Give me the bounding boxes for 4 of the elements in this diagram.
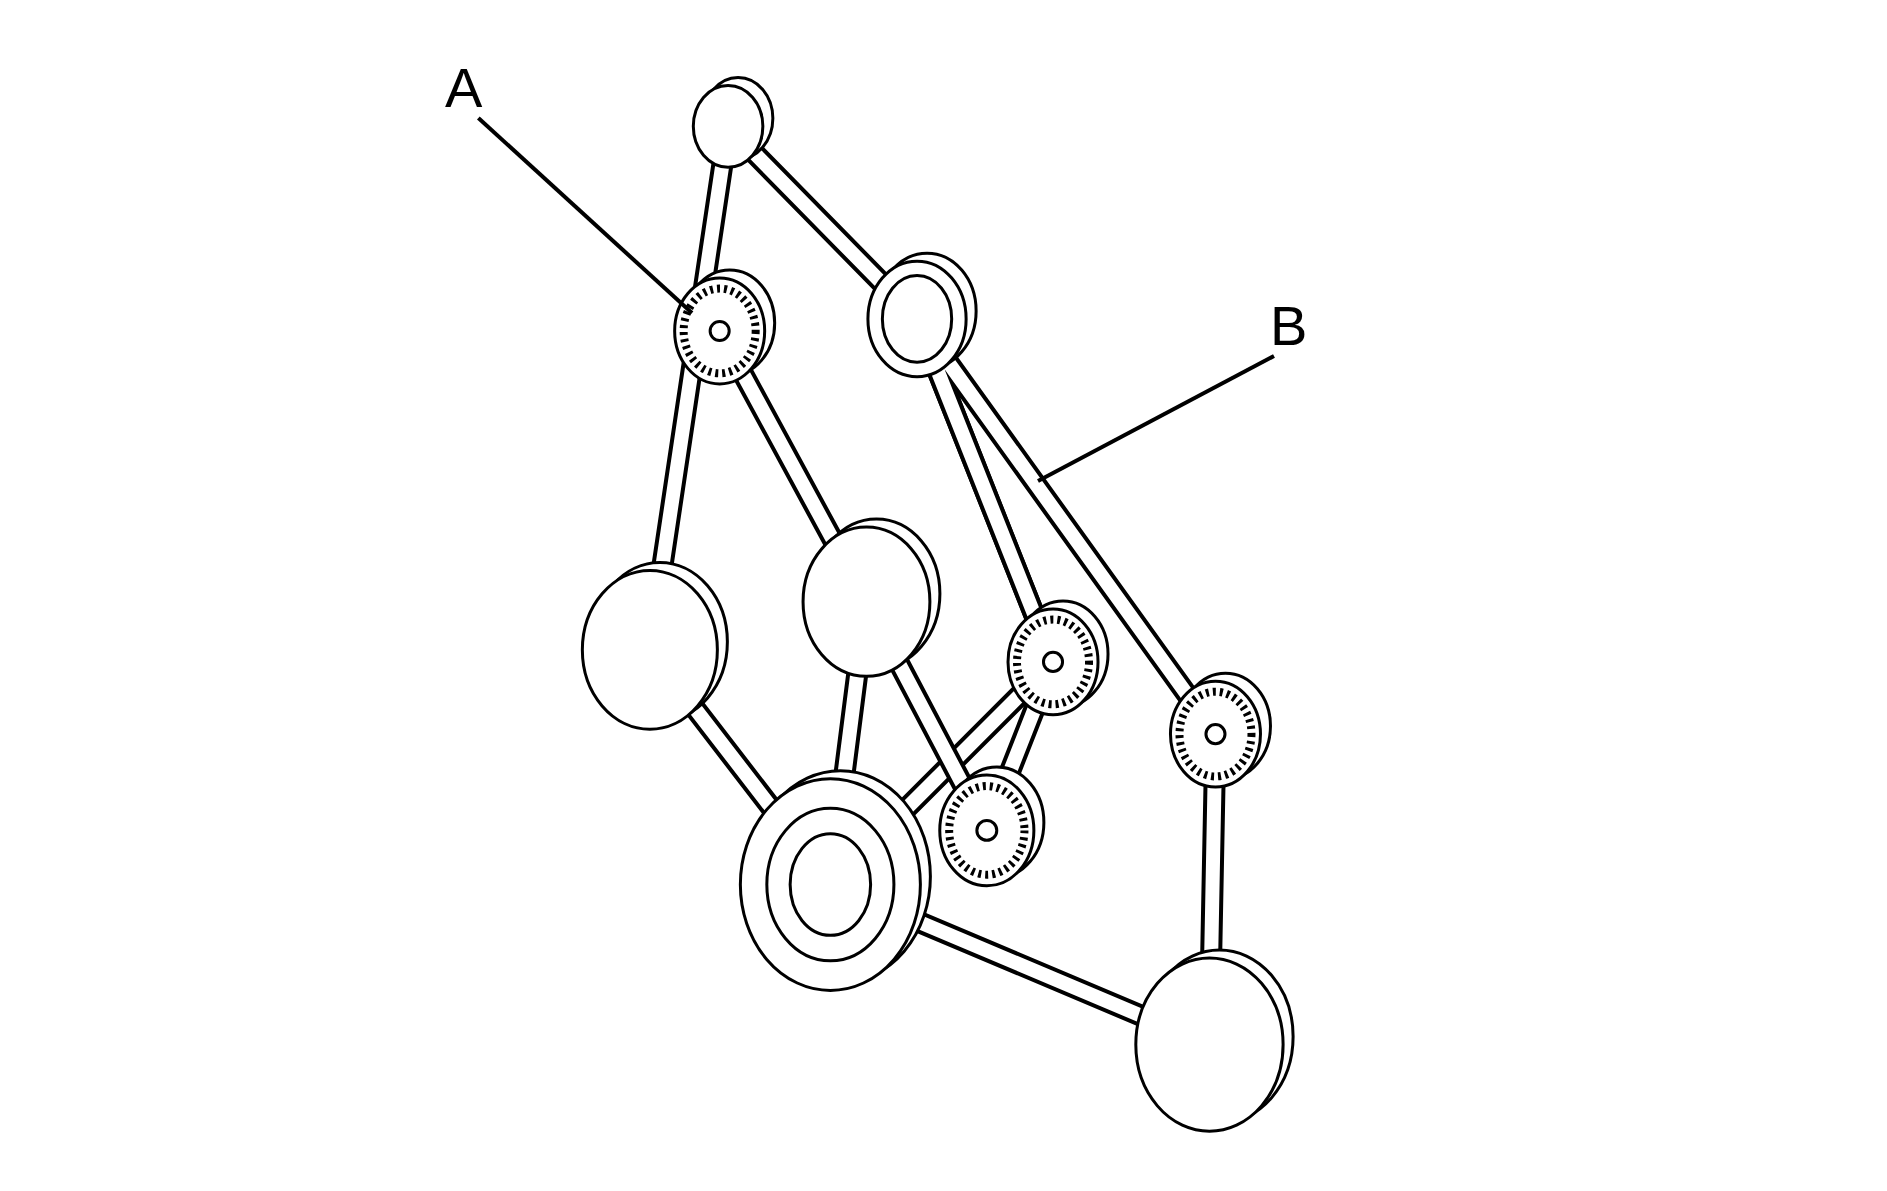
callout-letter: A (445, 60, 483, 116)
leader-line (1037, 354, 1275, 483)
leader-line (477, 116, 694, 315)
callout-letter: B (1270, 298, 1308, 354)
